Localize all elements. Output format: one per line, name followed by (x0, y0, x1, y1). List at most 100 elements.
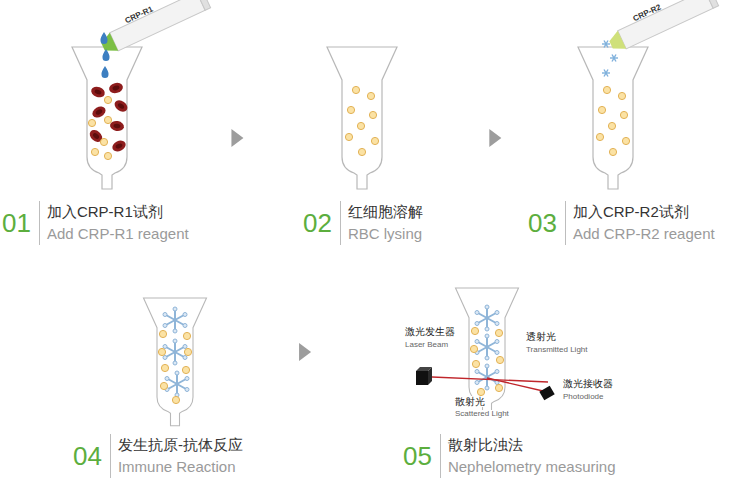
step-caption: 03加入CRP-R2试剂Add CRP-R2 reagent (528, 201, 715, 245)
part-label: Transmitted Light (526, 346, 588, 355)
process-step: 05散射比浊法Nephelometry measuring (403, 285, 678, 478)
step-number: 03 (528, 210, 565, 236)
antibody (475, 334, 499, 360)
laser-side (428, 367, 432, 385)
step-subtitle: Add CRP-R2 reagent (573, 223, 715, 245)
particle (104, 96, 111, 103)
particle (172, 396, 179, 403)
scattered-beam (487, 378, 543, 391)
laser-source (416, 367, 432, 385)
bottle-body (618, 0, 713, 49)
laser-front (416, 371, 428, 385)
red-cell (111, 139, 128, 154)
process-step: 03加入CRP-R2试剂Add CRP-R2 reagent (528, 40, 748, 245)
particle (608, 122, 615, 129)
particle (496, 356, 503, 363)
particle (347, 106, 354, 113)
step-title: 加入CRP-R1试剂 (47, 201, 189, 223)
bottle-cap (99, 33, 118, 56)
step-text: 散射比浊法Nephelometry measuring (440, 434, 616, 478)
part-label: 激光接收器 (563, 378, 613, 389)
step-caption: 01加入CRP-R1试剂Add CRP-R1 reagent (2, 201, 189, 245)
reagent-particle (602, 41, 610, 48)
particle (596, 133, 603, 140)
reagent-particle (602, 70, 610, 77)
particle (495, 329, 502, 336)
step-title: 红细胞溶解 (348, 201, 423, 223)
particle (371, 137, 378, 144)
step-subtitle: Add CRP-R1 reagent (47, 223, 189, 245)
particle (369, 111, 376, 118)
particle (91, 148, 98, 155)
step-title: 发生抗原-抗体反应 (118, 434, 243, 456)
process-step: 01加入CRP-R1试剂Add CRP-R1 reagent (2, 40, 224, 245)
antibody (165, 371, 189, 397)
particle (367, 92, 374, 99)
flow-arrow (489, 129, 501, 147)
step-number: 05 (403, 443, 440, 469)
step-number: 01 (2, 210, 39, 236)
particle (472, 360, 479, 367)
red-cell (90, 85, 107, 99)
step-number: 02 (303, 210, 340, 236)
test-tube (456, 288, 519, 416)
bottle-cap (607, 31, 626, 54)
step-text: 加入CRP-R1试剂Add CRP-R1 reagent (39, 201, 189, 245)
bottle-end (705, 0, 719, 8)
process-step: 04发生抗原-抗体反应Immune Reaction (73, 290, 285, 478)
reagent-drop (101, 66, 108, 78)
step-subtitle: Immune Reaction (118, 456, 243, 478)
bottle-body (110, 0, 205, 51)
test-tube (578, 47, 648, 189)
particle (104, 116, 111, 123)
reagent-particle (610, 55, 618, 62)
particle (603, 86, 610, 93)
red-cell (112, 98, 129, 114)
reagent-bottle (99, 0, 211, 56)
step-text: 发生抗原-抗体反应Immune Reaction (110, 434, 243, 478)
particle (495, 384, 502, 391)
particle (352, 86, 359, 93)
step-title: 加入CRP-R2试剂 (573, 201, 715, 223)
part-label: 透射光 (526, 331, 556, 342)
particle (622, 137, 629, 144)
particle (161, 364, 168, 371)
particle (100, 138, 107, 145)
step-title: 散射比浊法 (448, 434, 616, 456)
part-label: Laser Beam (405, 341, 448, 350)
particle (182, 366, 189, 373)
test-tube (327, 47, 397, 189)
part-label: 激光发生器 (405, 326, 455, 337)
step-text: 红细胞溶解RBC lysing (340, 201, 423, 245)
particle (88, 119, 95, 126)
flow-arrow (231, 129, 243, 147)
photodiode-body (539, 386, 554, 401)
particle (471, 327, 478, 334)
particle (159, 330, 166, 337)
particle (345, 133, 352, 140)
part-label: 散射光 (455, 396, 485, 407)
particle (158, 348, 165, 355)
particle (183, 332, 190, 339)
particle (477, 388, 484, 395)
step-number: 04 (73, 443, 110, 469)
antibody (163, 307, 187, 333)
flow-arrow (299, 343, 311, 361)
transmitted-beam (432, 377, 548, 382)
bottle-label: CRP-R2 (632, 3, 663, 24)
particle (609, 148, 616, 155)
reagent-drop (100, 32, 107, 44)
red-cell (108, 81, 124, 94)
particle (160, 382, 167, 389)
particle (358, 148, 365, 155)
reagent-bottle (607, 0, 719, 54)
particle (470, 345, 477, 352)
particle (357, 122, 364, 129)
particle (620, 111, 627, 118)
step-subtitle: RBC lysing (348, 223, 423, 245)
particle (618, 92, 625, 99)
step-text: 加入CRP-R2试剂Add CRP-R2 reagent (565, 201, 715, 245)
reagent-drop (102, 49, 109, 61)
